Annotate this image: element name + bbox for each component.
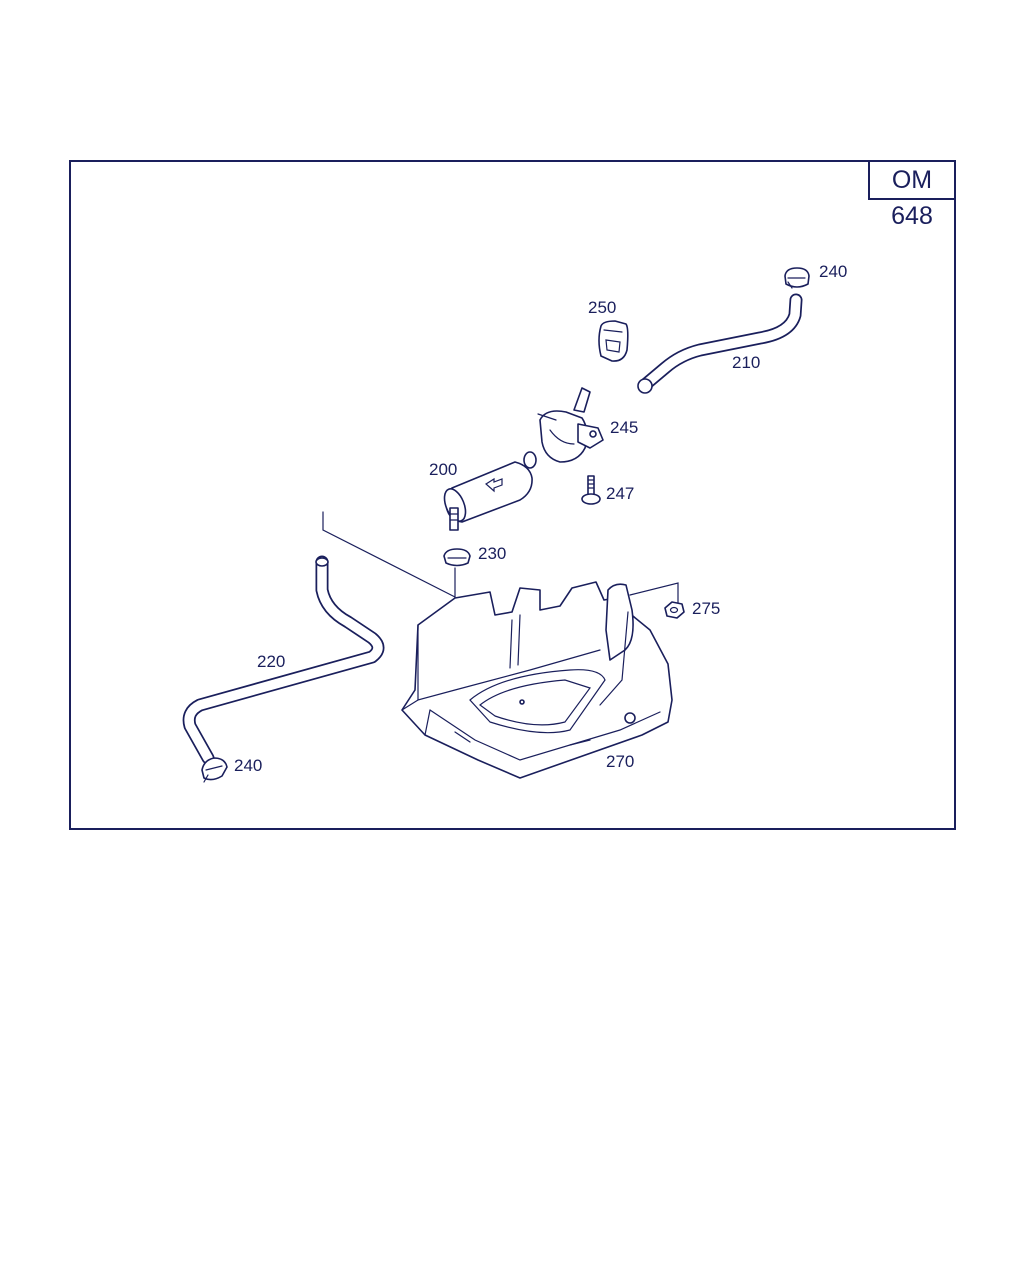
leader-lines	[322, 511, 679, 606]
bracket-250[interactable]	[598, 320, 629, 362]
callout-230: 230	[478, 544, 506, 563]
hose-220[interactable]	[182, 555, 385, 765]
clamp-240-top[interactable]	[784, 267, 810, 289]
callout-labels: 240 250 210 245 200 247 230 275 220 270 …	[234, 262, 847, 775]
nut-275[interactable]	[664, 601, 685, 619]
bolt-247[interactable]	[581, 475, 601, 505]
model-code-badge: OM 648	[868, 160, 956, 230]
callout-250: 250	[588, 298, 616, 317]
callout-270: 270	[606, 752, 634, 771]
hose-210[interactable]	[637, 293, 803, 394]
callout-210: 210	[732, 353, 760, 372]
fuel-filter-200[interactable]	[440, 451, 537, 531]
callout-275: 275	[692, 599, 720, 618]
clamp-230[interactable]	[443, 548, 471, 567]
callout-240-top: 240	[819, 262, 847, 281]
holder-245[interactable]	[537, 387, 604, 463]
callout-220: 220	[257, 652, 285, 671]
callout-200: 200	[429, 460, 457, 479]
callout-245: 245	[610, 418, 638, 437]
callout-240-bottom: 240	[234, 756, 262, 775]
callout-247: 247	[606, 484, 634, 503]
diagram-frame	[69, 160, 956, 830]
clamp-240-bottom[interactable]	[201, 757, 228, 783]
carrier-270[interactable]	[401, 581, 673, 779]
